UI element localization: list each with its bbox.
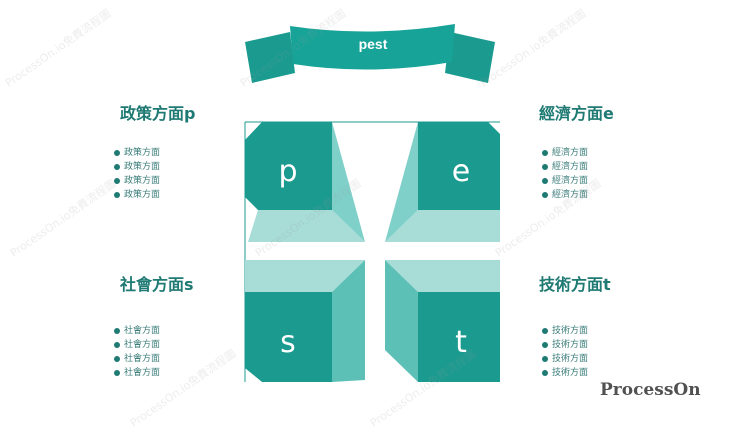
list-item: 技術方面 <box>542 366 588 380</box>
title-economic: 經濟方面e <box>539 104 614 123</box>
bullet-icon <box>114 370 120 376</box>
block-p-side <box>332 122 365 242</box>
bullet-icon <box>542 178 548 184</box>
block-t-letter: t <box>455 325 467 360</box>
list-item: 技術方面 <box>542 324 588 338</box>
list-item: 政策方面 <box>114 174 160 188</box>
bullet-icon <box>542 328 548 334</box>
bullet-icon <box>114 356 120 362</box>
list-item: 技術方面 <box>542 352 588 366</box>
bullet-icon <box>542 370 548 376</box>
bullet-icon <box>114 342 120 348</box>
list-political: 政策方面 政策方面 政策方面 政策方面 <box>114 146 160 202</box>
block-s-top <box>245 260 365 292</box>
block-p: p <box>245 122 365 242</box>
banner-right-tail <box>445 32 495 83</box>
block-t: t <box>385 260 500 382</box>
block-e-letter: e <box>452 154 470 189</box>
bullet-icon <box>114 150 120 156</box>
block-p-bottom <box>248 210 365 242</box>
bullet-icon <box>114 178 120 184</box>
block-p-letter: p <box>278 154 297 189</box>
bullet-icon <box>542 192 548 198</box>
title-technological: 技術方面t <box>539 275 611 294</box>
list-item: 經濟方面 <box>542 188 588 202</box>
list-economic: 經濟方面 經濟方面 經濟方面 經濟方面 <box>542 146 588 202</box>
block-t-top <box>385 260 500 292</box>
block-t-face <box>418 292 500 382</box>
block-s-face <box>245 292 332 382</box>
block-e-face <box>418 122 500 210</box>
title-social: 社會方面s <box>120 275 194 294</box>
title-political: 政策方面p <box>120 104 196 123</box>
block-e-side <box>385 122 418 242</box>
bullet-icon <box>542 150 548 156</box>
block-s-letter: s <box>280 325 296 360</box>
list-item: 經濟方面 <box>542 146 588 160</box>
list-item: 政策方面 <box>114 160 160 174</box>
bullet-icon <box>542 342 548 348</box>
list-item: 技術方面 <box>542 338 588 352</box>
list-item: 社會方面 <box>114 338 160 352</box>
bullet-icon <box>542 356 548 362</box>
list-technological: 技術方面 技術方面 技術方面 技術方面 <box>542 324 588 380</box>
block-p-face <box>245 122 332 210</box>
bullet-icon <box>114 164 120 170</box>
banner-label: pest <box>359 36 388 52</box>
bullet-icon <box>114 328 120 334</box>
block-e: e <box>385 122 500 242</box>
banner-ribbon: pest <box>245 24 495 83</box>
brand-logo: ProcessOn <box>600 380 701 400</box>
list-social: 社會方面 社會方面 社會方面 社會方面 <box>114 324 160 380</box>
list-item: 社會方面 <box>114 324 160 338</box>
list-item: 政策方面 <box>114 146 160 160</box>
list-item: 政策方面 <box>114 188 160 202</box>
block-e-bottom <box>385 210 500 242</box>
list-item: 社會方面 <box>114 366 160 380</box>
block-s: s <box>245 260 365 382</box>
list-item: 經濟方面 <box>542 174 588 188</box>
bullet-icon <box>114 192 120 198</box>
banner-left-tail <box>245 32 295 83</box>
list-item: 經濟方面 <box>542 160 588 174</box>
bullet-icon <box>542 164 548 170</box>
block-s-side <box>332 260 365 382</box>
banner-body <box>290 24 455 70</box>
list-item: 社會方面 <box>114 352 160 366</box>
block-t-side <box>385 260 418 382</box>
